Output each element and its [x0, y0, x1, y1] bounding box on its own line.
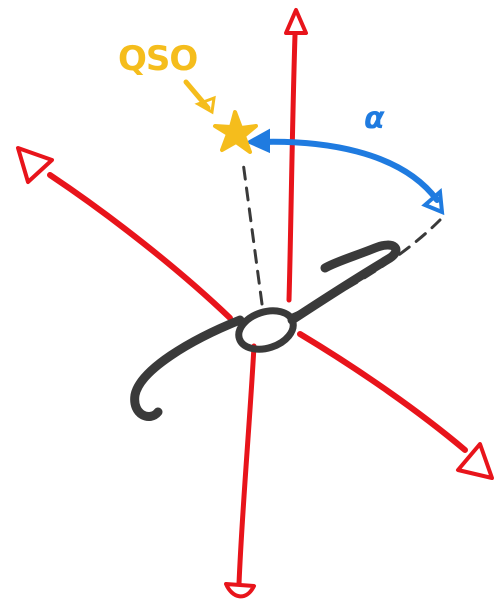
angle-arc-start-arrowhead-icon: [250, 132, 268, 150]
axis-down-arrowhead-icon: [226, 584, 254, 596]
axis-down: [239, 346, 254, 584]
angle-arc: [258, 142, 437, 200]
angle-indicator: α: [250, 101, 442, 212]
angle-label: α: [364, 101, 385, 136]
star-icon: [215, 112, 256, 152]
disk-upper-right-stroke: [292, 245, 396, 320]
disk-center-ring: [234, 304, 298, 356]
dashed-line-to-qso: [243, 162, 262, 304]
qso-marker-group: QSO: [118, 39, 256, 152]
axis-up-arrowhead-icon: [286, 10, 306, 33]
axis-lower-right: [300, 334, 465, 450]
axis-upper-left-arrowhead-icon: [18, 148, 52, 182]
axis-upper-left: [50, 175, 230, 318]
coordinate-axes: [18, 10, 492, 596]
axis-up: [289, 35, 295, 300]
disk-outer-left-stroke: [135, 320, 240, 417]
qso-label: QSO: [118, 39, 197, 79]
angle-arc-end-arrowhead-icon: [425, 192, 442, 212]
